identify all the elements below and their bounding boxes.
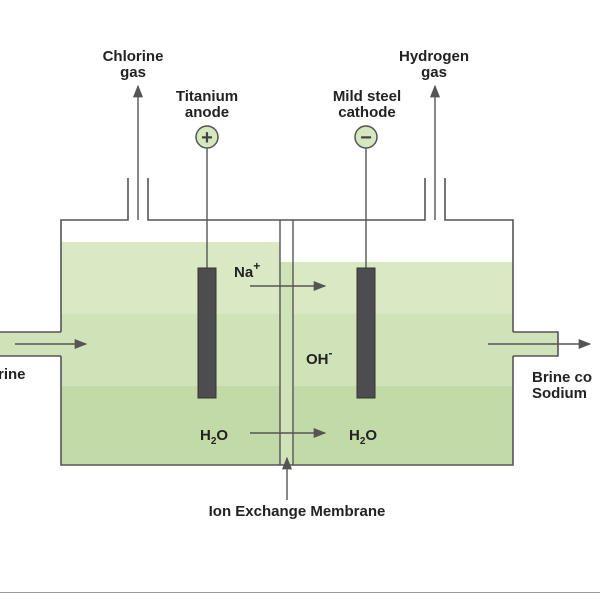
oh-ion-label: OH-: [306, 346, 333, 368]
chlorine-label-line2: gas: [120, 64, 146, 81]
mild-steel-label-line2: cathode: [338, 104, 396, 121]
na-ion-label: Na+: [234, 259, 260, 281]
liquid-right-bottom: [293, 386, 513, 465]
anode-terminal-circle: [195, 125, 219, 149]
brine-out-label-line1: Brine co: [532, 369, 592, 386]
liquid-right-top: [293, 262, 513, 314]
ion-exchange-membrane: [279, 220, 294, 465]
titanium-anode: [197, 267, 217, 399]
titanium-label-line2: anode: [185, 104, 229, 121]
liquid-left-bottom: [61, 386, 280, 465]
brine-in-label: rine: [0, 366, 26, 383]
water-right-label: H2O: [349, 427, 377, 447]
liquid-right-mid: [293, 314, 513, 386]
liquid-membrane-gap: [280, 262, 293, 465]
mild-steel-label-line1: Mild steel: [333, 88, 401, 105]
anode-plus-sign: +: [201, 127, 213, 149]
membrane-label: Ion Exchange Membrane: [209, 503, 386, 520]
bottom-divider: [0, 592, 600, 593]
chlorine-label-line1: Chlorine: [103, 48, 164, 65]
cathode-minus-sign: −: [360, 127, 372, 149]
mild-steel-cathode: [356, 267, 376, 399]
liquid-left-mid: [61, 314, 280, 386]
titanium-label-line1: Titanium: [176, 88, 238, 105]
hydrogen-label-line2: gas: [421, 64, 447, 81]
water-left-label: H2O: [200, 427, 228, 447]
liquid-left-top: [61, 242, 280, 314]
cathode-terminal-circle: [354, 125, 378, 149]
hydrogen-label-line1: Hydrogen: [399, 48, 469, 65]
brine-out-label-line2: Sodium: [532, 385, 587, 402]
